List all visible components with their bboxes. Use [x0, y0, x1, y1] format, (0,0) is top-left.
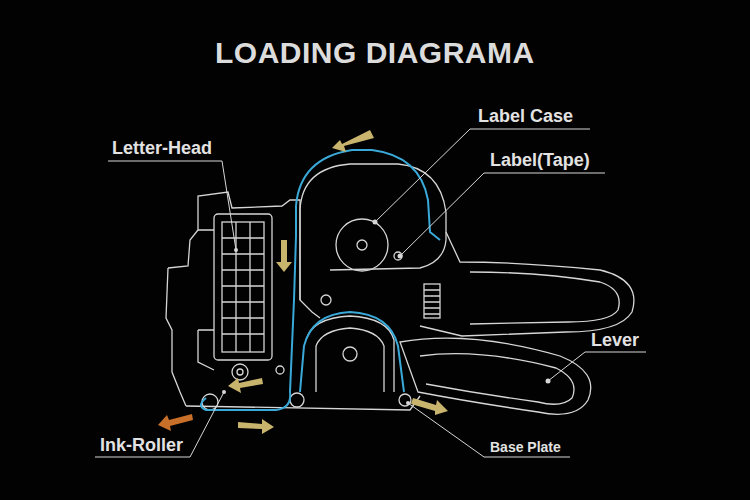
part-label: Label(Tape) [490, 150, 590, 171]
diagram-title: LOADING DIAGRAMA [215, 36, 535, 71]
part-label: Label Case [478, 106, 573, 127]
part-label: Ink-Roller [100, 435, 183, 456]
part-label: Letter-Head [112, 138, 212, 159]
part-label: Base Plate [490, 439, 561, 455]
part-label: Lever [591, 330, 639, 351]
